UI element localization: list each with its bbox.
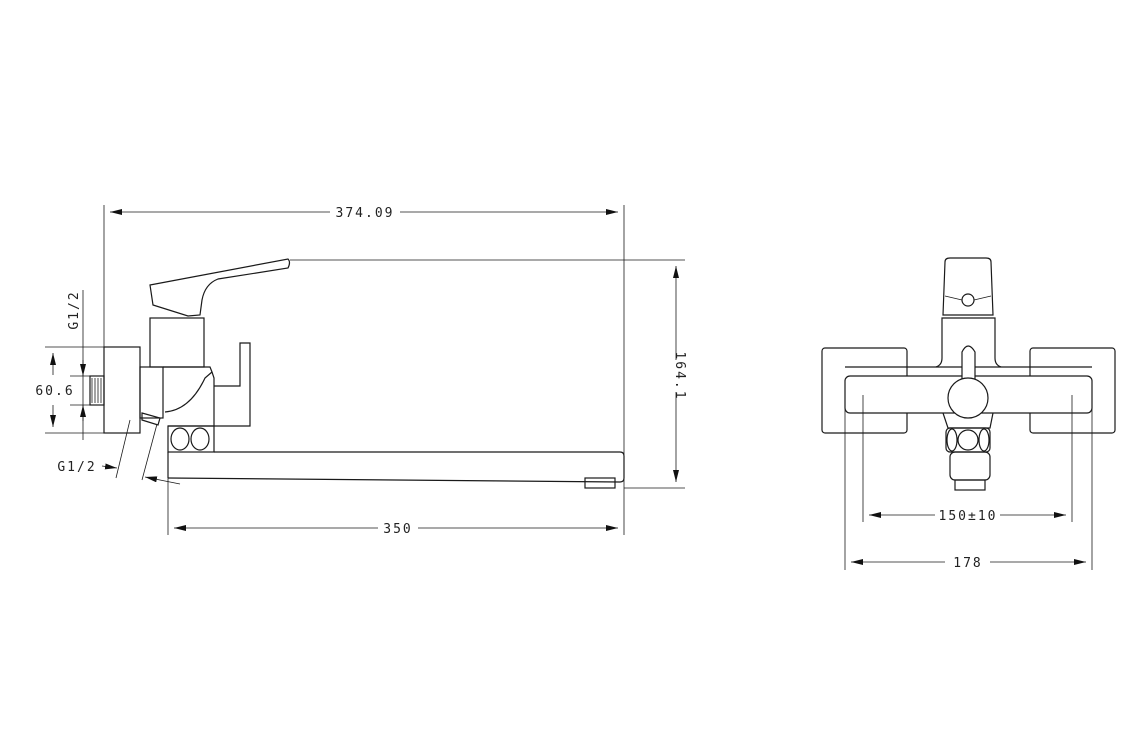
faucet-side-outline — [89, 258, 625, 489]
side-view: 374.09 164.1 350 60.6 G1/2 G1/2 — [35, 204, 687, 537]
dim-overall-width: 178 — [953, 556, 982, 571]
faucet-front-outline — [821, 257, 1116, 491]
dim-overall-length: 374.09 — [336, 206, 395, 221]
dimension-lines-front — [844, 380, 1093, 570]
dimension-lines — [45, 205, 685, 535]
front-view: 150±10 178 — [821, 257, 1116, 571]
dim-height: 164.1 — [672, 351, 687, 400]
dim-spout-length: 350 — [383, 522, 412, 537]
dim-thread-top: G1/2 — [67, 290, 82, 329]
dim-eccentric-spacing: 60.6 — [35, 384, 74, 399]
dim-connection-spacing: 150±10 — [939, 509, 998, 524]
dim-thread-bottom: G1/2 — [57, 460, 96, 475]
